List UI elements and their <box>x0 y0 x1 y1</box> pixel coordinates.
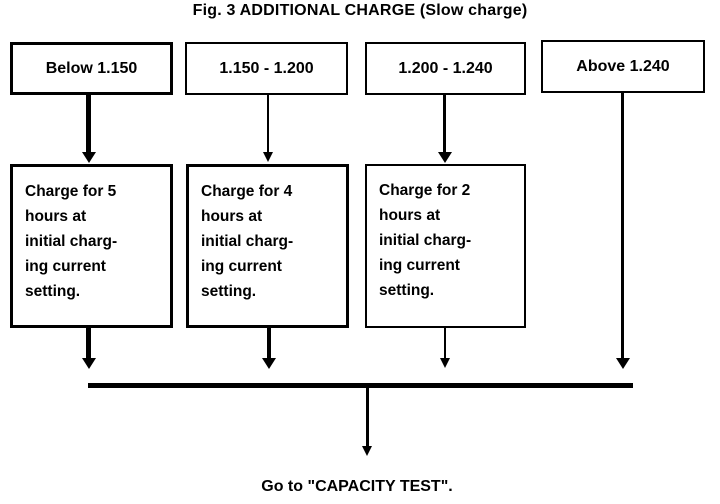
merge-bus-line <box>88 383 633 388</box>
connector-line-action2-to-bus <box>267 328 271 361</box>
connector-arrow-action1-to-bus-icon <box>82 358 96 369</box>
connector-arrow-bus-to-terminal-icon <box>362 446 372 456</box>
condition-box-3-label: 1.200 - 1.240 <box>398 59 493 77</box>
action-box-2-text: Charge for 4 hours at initial charg- ing… <box>201 183 294 300</box>
connector-arrow-3-to-action-icon <box>438 152 452 163</box>
condition-box-2[interactable]: 1.150 - 1.200 <box>185 42 348 95</box>
connector-line-3-to-action <box>443 95 446 154</box>
connector-arrow-action3-to-bus-icon <box>440 358 450 368</box>
condition-box-3[interactable]: 1.200 - 1.240 <box>365 42 526 95</box>
connector-line-action1-to-bus <box>86 328 91 361</box>
connector-arrow-4-to-bus-icon <box>616 358 630 369</box>
condition-box-1[interactable]: Below 1.150 <box>10 42 173 95</box>
connector-arrow-1-to-action-icon <box>82 152 96 163</box>
condition-box-1-label: Below 1.150 <box>45 59 138 77</box>
action-box-1-text: Charge for 5 hours at initial charg- ing… <box>25 183 118 300</box>
figure-title: Fig. 3 ADDITIONAL CHARGE (Slow charge) <box>192 2 528 19</box>
condition-box-2-label: 1.150 - 1.200 <box>219 59 314 77</box>
action-box-1[interactable]: Charge for 5 hours at initial charg- ing… <box>10 164 173 328</box>
connector-arrow-2-to-action-icon <box>263 152 273 162</box>
condition-box-4-label: Above 1.240 <box>576 57 670 75</box>
terminal-label: Go to "CAPACITY TEST". <box>261 478 453 495</box>
action-box-2[interactable]: Charge for 4 hours at initial charg- ing… <box>186 164 349 328</box>
action-box-3[interactable]: Charge for 2 hours at initial charg- ing… <box>365 164 526 328</box>
connector-line-2-to-action <box>267 95 269 154</box>
connector-line-4-bypass <box>621 93 624 361</box>
connector-line-bus-to-terminal <box>366 388 369 450</box>
connector-arrow-action2-to-bus-icon <box>262 358 276 369</box>
connector-line-1-to-action <box>86 95 91 154</box>
condition-box-4[interactable]: Above 1.240 <box>541 40 705 93</box>
connector-line-action3-to-bus <box>444 328 446 361</box>
action-box-3-text: Charge for 2 hours at initial charg- ing… <box>379 182 472 299</box>
